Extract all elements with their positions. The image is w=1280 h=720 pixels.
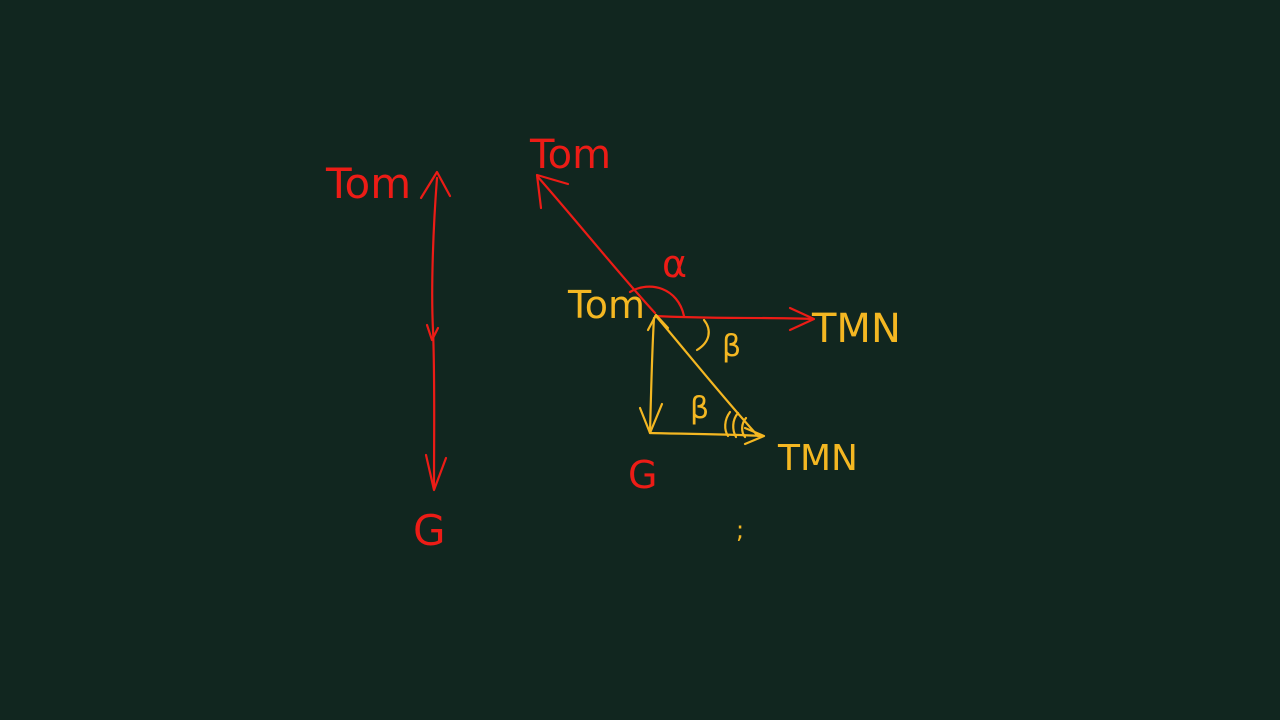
beta-upper-angle: β xyxy=(695,318,741,364)
left-center-tick xyxy=(425,323,440,342)
center-tom-label: Tom xyxy=(567,283,645,327)
left-vertical-line xyxy=(431,176,439,490)
triangle-angle-arc-2 xyxy=(732,411,740,439)
diag-tom-label: Tom xyxy=(529,132,611,178)
beta-upper-symbol: β xyxy=(722,329,741,364)
left-g-label: G xyxy=(413,506,446,555)
diagonal-tom-force: Tom xyxy=(529,132,657,315)
horizontal-arrowhead xyxy=(788,306,816,332)
diagonal-tom-line xyxy=(536,175,657,315)
triangle-right-arrowhead xyxy=(743,426,766,446)
alpha-angle: α xyxy=(628,242,687,318)
left-force-pair: Tom G xyxy=(325,159,452,555)
left-tom-label: Tom xyxy=(325,159,411,208)
alpha-arc xyxy=(628,285,686,318)
triangle-angle-arc-1 xyxy=(724,410,732,438)
stray-mark: ; xyxy=(736,516,744,544)
beta-upper-arc xyxy=(695,318,710,352)
horizontal-tmn-line xyxy=(653,314,814,321)
triangle-tmn-label: TMN xyxy=(777,438,858,479)
horizontal-tmn-force: TMN xyxy=(653,306,901,352)
triangle-hypotenuse xyxy=(654,314,760,438)
beta-lower-symbol: β xyxy=(690,391,709,426)
left-up-arrowhead xyxy=(419,170,452,200)
tmn-label: TMN xyxy=(811,306,901,352)
left-down-arrowhead xyxy=(424,453,448,492)
force-triangle: β TMN G xyxy=(628,313,858,497)
triangle-angle-arc-3 xyxy=(741,416,748,439)
triangle-g-label: G xyxy=(628,453,657,497)
triangle-vertical-side xyxy=(648,316,656,435)
diagonal-arrowhead xyxy=(535,173,570,210)
alpha-symbol: α xyxy=(662,242,687,286)
triangle-bottom-side xyxy=(648,431,764,438)
triangle-up-arrowhead xyxy=(646,313,670,332)
